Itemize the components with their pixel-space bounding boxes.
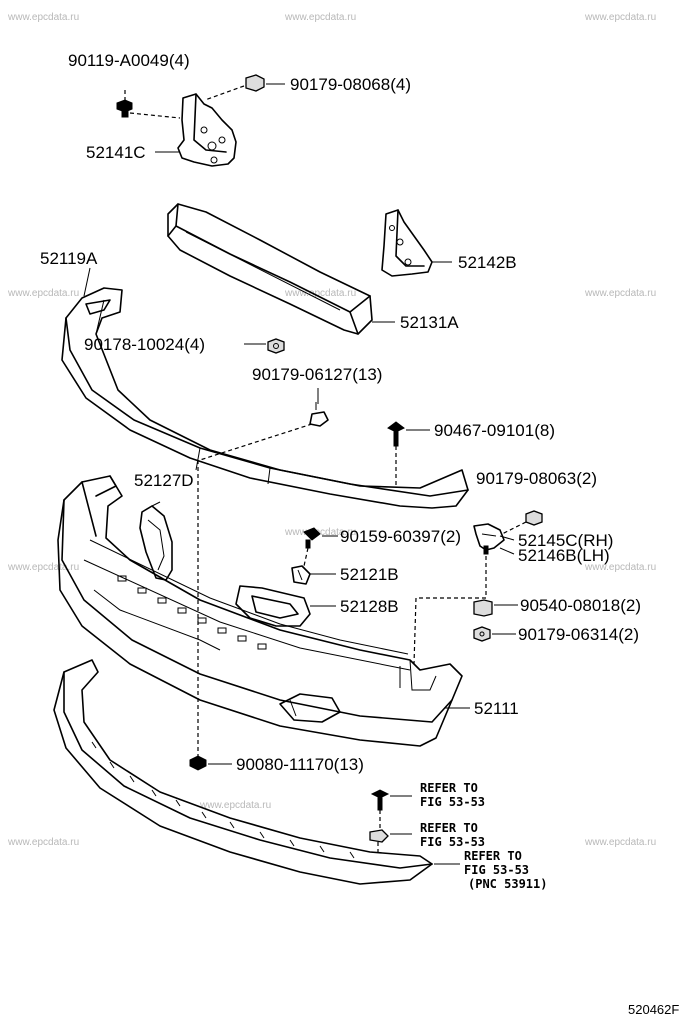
watermark: www.epcdata.ru [7, 837, 79, 848]
refer-screw[interactable] [370, 789, 390, 811]
label-52142b: 52142B [458, 253, 517, 272]
watermark: www.epcdata.ru [284, 288, 356, 299]
leader-line [499, 547, 515, 555]
refer-clip[interactable] [369, 829, 389, 843]
label-52128b: 52128B [340, 597, 399, 616]
watermark: www.epcdata.ru [284, 527, 356, 538]
watermark: www.epcdata.ru [7, 562, 79, 573]
watermark: www.epcdata.ru [584, 837, 656, 848]
watermark: www.epcdata.ru [7, 12, 79, 23]
nut-90178-10024[interactable] [267, 338, 285, 354]
leader-line [413, 597, 417, 665]
watermark: www.epcdata.ru [584, 562, 656, 573]
spoiler-lower[interactable] [53, 659, 433, 885]
leader-line [499, 535, 515, 541]
retainer-52119a[interactable] [61, 287, 469, 509]
leader-line [501, 521, 527, 535]
refer-label: (PNC 53911) [468, 877, 547, 891]
bracket-52121b[interactable] [291, 565, 311, 585]
refer-label: FIG 53-53 [464, 863, 529, 877]
label-90179-08068: 90179-08068(4) [290, 75, 411, 94]
label-90179-06127: 90179-06127(13) [252, 365, 382, 384]
screw-90159-60397[interactable] [303, 527, 321, 549]
figure-code: 520462F [628, 1002, 679, 1017]
watermarks: www.epcdata.ru www.epcdata.ru www.epcdat… [7, 12, 656, 848]
watermark: www.epcdata.ru [7, 288, 79, 299]
leader-line [204, 85, 245, 101]
label-90119-a0049: 90119-A0049(4) [68, 51, 190, 70]
watermark: www.epcdata.ru [284, 12, 356, 23]
label-52111: 52111 [474, 699, 519, 718]
refer-label: FIG 53-53 [420, 795, 485, 809]
nut-90179-08068[interactable] [245, 74, 265, 92]
label-90540-08018: 90540-08018(2) [520, 596, 641, 615]
refer-label: REFER TO [420, 781, 478, 795]
cover-52128b[interactable] [235, 585, 311, 627]
label-52145c-rh: 52145C(RH) [518, 531, 613, 550]
label-90179-06314: 90179-06314(2) [518, 625, 639, 644]
bracket-52145c-52146b[interactable] [473, 523, 505, 555]
label-90159-60397: 90159-60397(2) [340, 527, 461, 546]
label-52131a: 52131A [400, 313, 459, 332]
label-52146b-lh: 52146B(LH) [518, 546, 610, 565]
watermark: www.epcdata.ru [199, 800, 271, 811]
refer-label: REFER TO [464, 849, 522, 863]
leader-line [151, 501, 161, 507]
leader-line [199, 423, 313, 461]
seal-52127d[interactable] [139, 505, 173, 581]
bumper-cover-52111[interactable] [57, 475, 463, 747]
watermark: www.epcdata.ru [584, 12, 656, 23]
label-52119a: 52119A [40, 249, 98, 268]
nut-90179-08063[interactable] [525, 510, 543, 526]
label-90179-08063: 90179-08063(2) [476, 469, 597, 488]
leader-line [303, 547, 309, 567]
bracket-52142b[interactable] [381, 209, 433, 277]
label-90467-09101: 90467-09101(8) [434, 421, 555, 440]
nut-90179-06314[interactable] [473, 626, 491, 642]
bolt-90119-a0049[interactable] [116, 99, 133, 118]
watermark: www.epcdata.ru [584, 288, 656, 299]
screw-90080-11170[interactable] [189, 755, 207, 771]
bracket-52141c[interactable] [177, 93, 237, 167]
label-52121b: 52121B [340, 565, 399, 584]
label-52127d: 52127D [134, 471, 194, 490]
refer-label: FIG 53-53 [420, 835, 485, 849]
refer-label: REFER TO [420, 821, 478, 835]
label-90080-11170: 90080-11170(13) [236, 755, 364, 774]
leader-line [83, 267, 91, 297]
screw-90467-09101[interactable] [387, 421, 405, 447]
clip-90179-06127[interactable] [309, 402, 329, 427]
leader-line [129, 112, 181, 119]
label-90178-10024: 90178-10024(4) [84, 335, 205, 354]
reinforcement-52131a[interactable] [167, 203, 373, 335]
spacer-90540-08018[interactable] [473, 599, 493, 617]
label-52141c: 52141C [86, 143, 146, 162]
